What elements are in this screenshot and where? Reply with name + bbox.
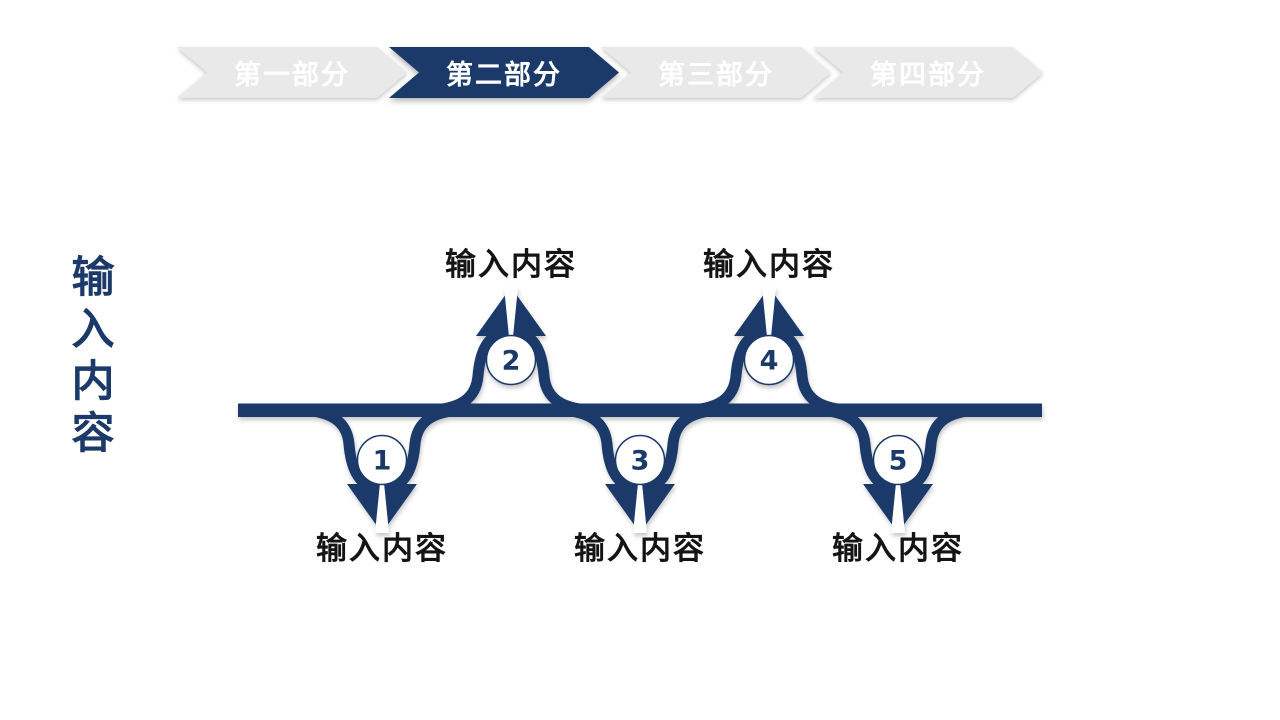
branch-label-4: 输入内容 [703, 247, 835, 283]
tab-part-4[interactable]: 第四部分 [813, 47, 1043, 98]
tab-part-3[interactable]: 第三部分 [601, 47, 831, 98]
node-circle [743, 334, 795, 386]
tab-part-1-label: 第一部分 [234, 60, 350, 91]
branch-node-2: 2 [432, 287, 590, 416]
tab-part-1[interactable]: 第一部分 [177, 47, 407, 98]
branch-label-1: 输入内容 [316, 531, 448, 567]
ramp-left-road [303, 404, 376, 494]
arrowhead-split [375, 483, 389, 533]
arrowhead-split [762, 287, 776, 337]
tab-part-3-label: 第三部分 [658, 60, 774, 91]
branch-node-5: 5 [819, 404, 977, 533]
node-number: 1 [373, 446, 392, 477]
ramp-left-road [819, 404, 892, 494]
branch-node-4: 4 [690, 287, 848, 416]
branch-node-3: 3 [561, 404, 719, 533]
node-circle [614, 434, 666, 486]
arrowhead-split [504, 287, 518, 337]
node-number: 5 [889, 446, 908, 477]
ramp-left-road [690, 326, 763, 416]
branch-label-2: 输入内容 [445, 247, 577, 283]
ramp-right-road [904, 404, 977, 494]
timeline-bar [238, 403, 1042, 417]
ramp-left-road [432, 326, 505, 416]
node-circle [356, 434, 408, 486]
node-circle [485, 334, 537, 386]
branch-label-3: 输入内容 [574, 531, 706, 567]
tab-part-4-label: 第四部分 [870, 60, 986, 91]
arrowhead-split [891, 483, 905, 533]
side-title: 输入内容 [64, 254, 114, 462]
branch-node-1: 1 [303, 404, 461, 533]
node-circle [872, 434, 924, 486]
tab-part-2[interactable]: 第二部分 [389, 47, 619, 98]
node-number: 3 [631, 446, 650, 477]
tab-part-2-label: 第二部分 [446, 60, 562, 91]
branch-label-5: 输入内容 [832, 531, 964, 567]
ramp-left-road [561, 404, 634, 494]
node-number: 4 [760, 346, 779, 377]
arrowhead-split [633, 483, 647, 533]
node-number: 2 [502, 346, 521, 377]
